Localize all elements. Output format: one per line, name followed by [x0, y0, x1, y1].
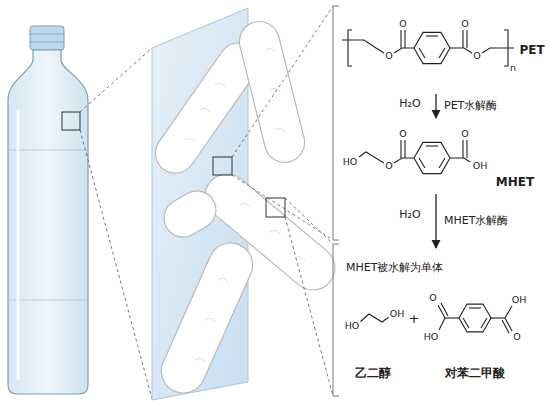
atom-label: OH: [389, 309, 406, 319]
atom-label: OH: [472, 161, 489, 171]
atom-label: O: [472, 51, 481, 61]
bottle: [8, 26, 88, 394]
compound-name: PET: [519, 44, 544, 56]
ethylene-glycol-structure: [360, 314, 389, 322]
mhet-structure: [359, 140, 470, 174]
atom-label: OH: [511, 295, 528, 305]
atom-label: O: [384, 51, 393, 61]
atom-label: O: [460, 129, 469, 139]
atom-label: HO: [344, 321, 361, 331]
zoom-square: [266, 198, 285, 217]
mhet-structure-node: MHET HO O O O OH: [340, 120, 545, 192]
pet-structure-node: PET O O O On: [342, 10, 547, 92]
bacteria: [148, 17, 344, 400]
atom-label: O: [398, 19, 407, 29]
compound-name: MHET: [496, 176, 534, 188]
zoom-square: [213, 157, 232, 175]
structure-text: +: [409, 312, 420, 325]
reaction-arrow: [435, 94, 436, 118]
enzyme-label: PET水解酶: [444, 100, 497, 111]
reagent-label: H₂O: [399, 98, 420, 109]
zoom-lines: [232, 6, 333, 396]
terephthalic-acid-structure: [438, 303, 512, 333]
reagent-label: H₂O: [399, 209, 420, 220]
compound-name: 乙二醇: [355, 367, 391, 379]
atom-label: O: [460, 19, 469, 29]
atom-label: HO: [423, 332, 440, 342]
atom-label: O: [384, 161, 393, 171]
bracket: [333, 6, 339, 396]
reaction-arrow: [435, 194, 436, 248]
atom-label: O: [512, 332, 521, 342]
pet-structure: [342, 30, 514, 66]
atom-label: n: [509, 63, 517, 73]
atom-label: O: [428, 293, 437, 303]
structure-text: MHET被水解为单体: [346, 262, 443, 273]
atom-label: O: [398, 129, 407, 139]
compound-name: 对苯二甲酸: [445, 367, 505, 379]
enzyme-label: MHET水解酶: [444, 215, 508, 226]
bacteria-texture: [185, 48, 305, 362]
atom-label: HO: [342, 157, 359, 167]
zoom-lines: [80, 48, 152, 399]
monomer-products-node: MHET被水解为单体HOOH+HOOOOH乙二醇对苯二甲酸: [340, 250, 548, 390]
